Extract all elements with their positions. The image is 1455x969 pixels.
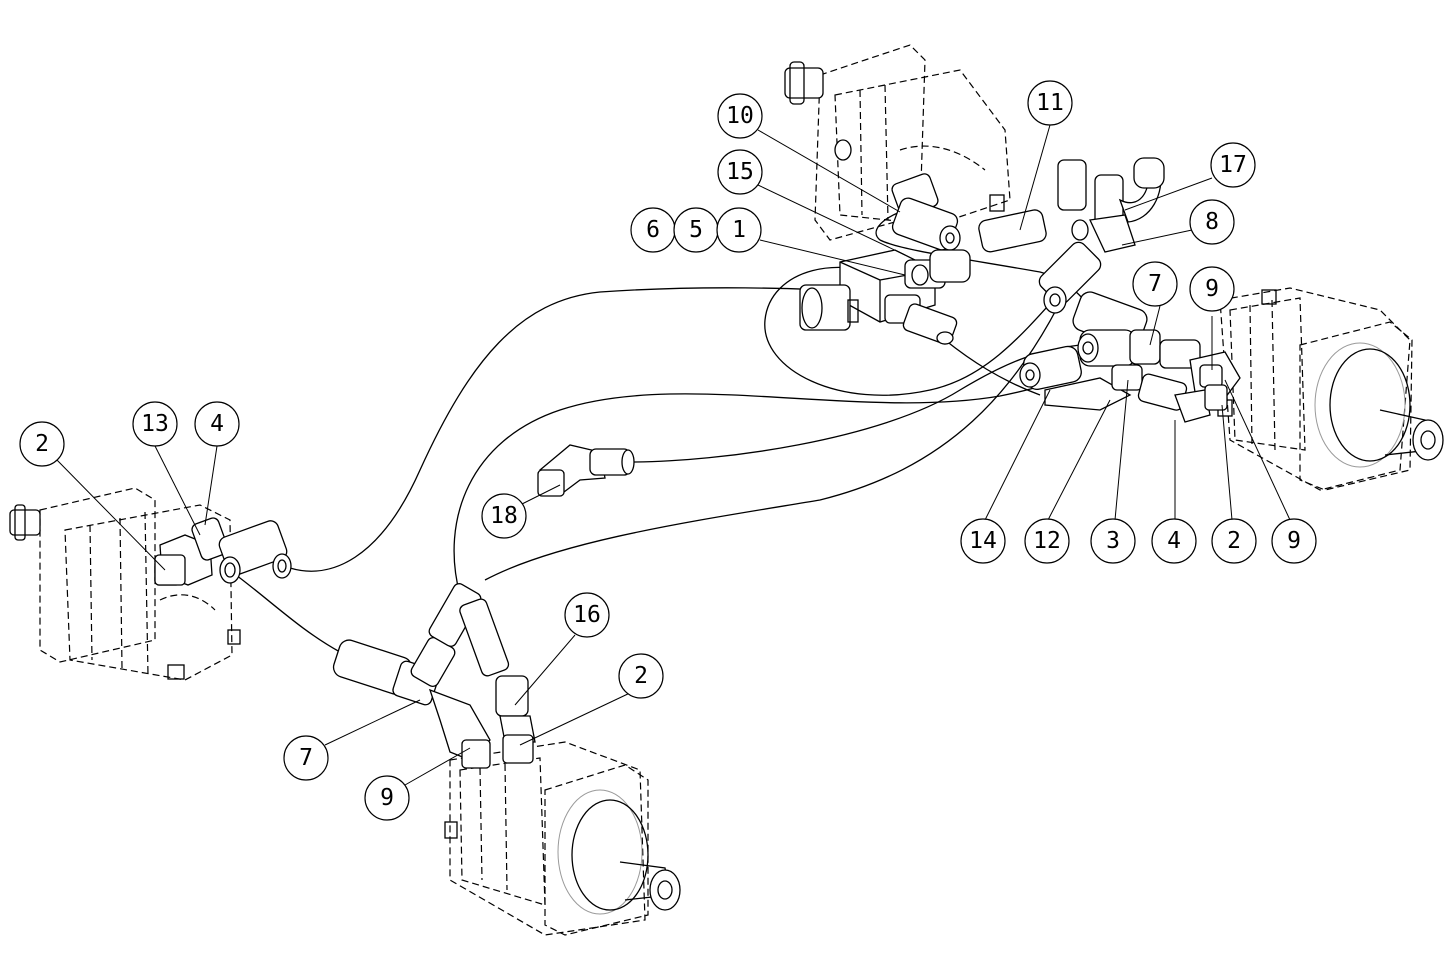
elbow-fitting-18 [537,444,635,497]
callout-12-label: 12 [1033,528,1061,554]
callout-9-bottom: 9 [364,775,410,821]
callout-2-right-label: 2 [1227,528,1241,554]
callout-9-right-top: 9 [1189,266,1235,312]
callout-2-left: 2 [19,421,65,467]
callout-16: 16 [564,592,610,638]
hoses [231,211,1101,653]
hose-valve-to-right [944,339,1041,396]
callout-17-label: 17 [1219,152,1247,178]
callout-2-right: 2 [1211,518,1257,564]
leader-lines [54,124,1291,786]
callout-1-label: 1 [732,217,746,243]
callout-4-right-label: 4 [1167,528,1181,554]
callout-3-label: 3 [1106,528,1120,554]
callout-13-label: 13 [141,411,169,437]
callout-6: 6 [630,207,676,253]
callout-5: 5 [673,207,719,253]
callout-17: 17 [1210,142,1256,188]
fittings-right [1019,291,1241,423]
callout-12: 12 [1024,518,1070,564]
callout-5-label: 5 [689,217,703,243]
motor-left [9,487,241,681]
callout-4-left: 4 [194,401,240,447]
hose-center-long-1 [453,374,1071,596]
callout-16-label: 16 [573,602,601,628]
callout-18: 18 [481,493,527,539]
hose-center-long-2 [484,259,1081,581]
motor-bottom [444,741,681,936]
callout-9-right-bottom-label: 9 [1287,528,1301,554]
callout-4-left-label: 4 [210,411,224,437]
callout-11: 11 [1027,80,1073,126]
callout-18-label: 18 [490,503,518,529]
callout-4-right: 4 [1151,518,1197,564]
callout-6-label: 6 [646,217,660,243]
motor-top [784,44,1011,241]
valve-block [799,249,971,345]
callout-14: 14 [960,518,1006,564]
callout-7-right: 7 [1132,261,1178,307]
hose-18 [629,344,1081,463]
callout-13: 13 [132,401,178,447]
callout-15: 15 [717,149,763,195]
callout-2-bottom-label: 2 [634,663,648,689]
hose-left-lower [231,571,341,653]
hose-left-upper [289,287,861,572]
hose-loop-center [764,254,1096,396]
callout-10: 10 [717,93,763,139]
callout-7-bottom-label: 7 [299,745,313,771]
callout-11-label: 11 [1036,90,1064,116]
callout-1: 1 [716,207,762,253]
callout-2-left-label: 2 [35,431,49,457]
callout-7-right-label: 7 [1148,271,1162,297]
callout-8-label: 8 [1205,209,1219,235]
callout-14-label: 14 [969,528,997,554]
callout-9-right-top-label: 9 [1205,276,1219,302]
callout-10-label: 10 [726,103,754,129]
callout-9-right-bottom: 9 [1271,518,1317,564]
callout-8: 8 [1189,199,1235,245]
fittings-left [154,517,292,586]
callout-15-label: 15 [726,159,754,185]
motor-right [1217,287,1444,491]
fittings-bottom [332,583,536,769]
callout-9-bottom-label: 9 [380,785,394,811]
callout-7-bottom: 7 [283,735,329,781]
callout-2-bottom: 2 [618,653,664,699]
callout-3: 3 [1090,518,1136,564]
